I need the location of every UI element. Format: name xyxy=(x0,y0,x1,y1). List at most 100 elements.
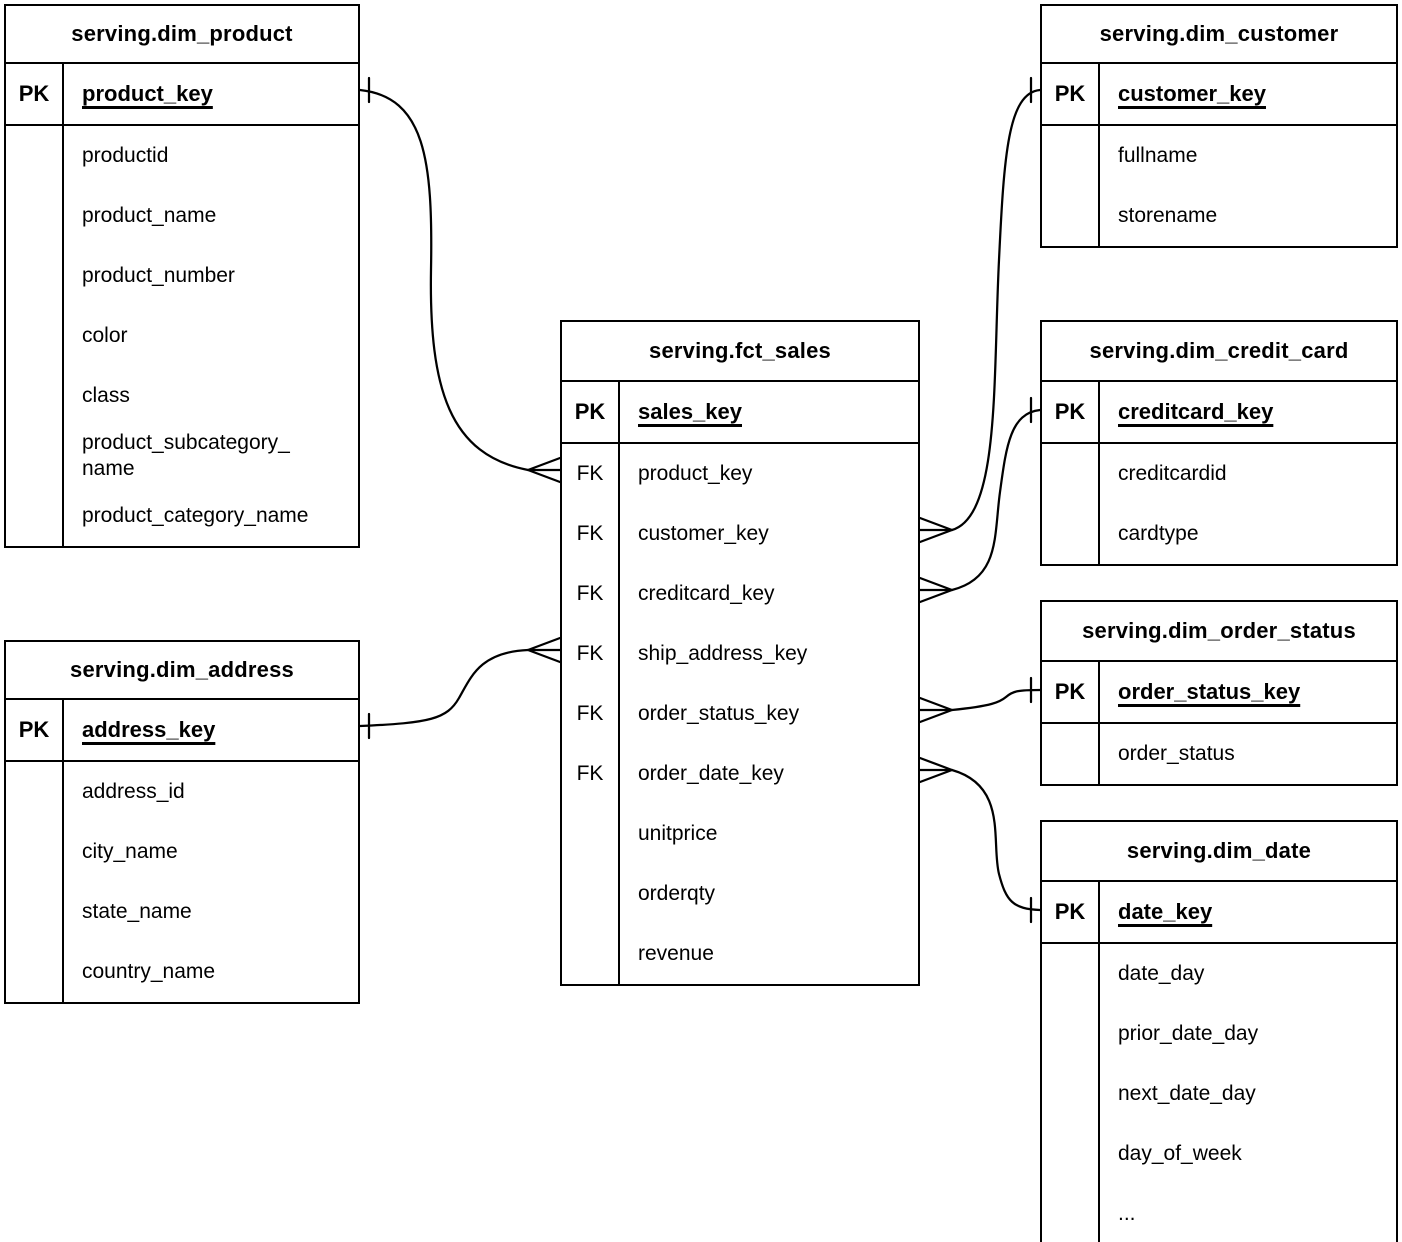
field-name-cell: creditcard_key xyxy=(620,564,918,624)
key-badge: PK xyxy=(6,64,64,124)
field-name: customer_key xyxy=(1118,81,1266,107)
field-name: country_name xyxy=(82,959,216,983)
relationship-fct-sales-dim-date xyxy=(918,756,1042,924)
crow-foot-many-icon xyxy=(526,636,562,664)
table-row: ... xyxy=(1042,1184,1396,1242)
field-name-cell: city_name xyxy=(64,822,358,882)
key-badge: PK xyxy=(1042,662,1100,722)
key-badge xyxy=(1042,724,1100,784)
key-badge: PK xyxy=(1042,882,1100,942)
field-name: product_number xyxy=(82,263,235,287)
table-row: class xyxy=(6,366,358,426)
relationship-line xyxy=(950,688,1042,712)
relationship-fct-sales-dim-credit-card xyxy=(918,396,1042,604)
crow-foot-many-icon xyxy=(918,516,954,544)
key-badge: PK xyxy=(562,382,620,442)
field-name: order_status xyxy=(1118,741,1235,765)
field-name: class xyxy=(82,383,130,407)
field-name-cell: product_name xyxy=(64,186,358,246)
key-badge xyxy=(1042,504,1100,564)
field-name-cell: product_category_name xyxy=(64,486,358,546)
field-name-cell: order_status xyxy=(1100,724,1396,784)
relationship-fct-sales-dim-product xyxy=(358,76,562,484)
field-name: order_date_key xyxy=(638,761,784,785)
field-name: date_day xyxy=(1118,961,1205,985)
field-name-cell: fullname xyxy=(1100,126,1396,186)
field-name: sales_key xyxy=(638,399,742,425)
table-title: serving.dim_customer xyxy=(1042,6,1396,64)
key-badge xyxy=(562,924,620,984)
field-name-cell: creditcard_key xyxy=(1100,382,1396,442)
key-badge xyxy=(1042,1184,1100,1242)
field-name-cell: orderqty xyxy=(620,864,918,924)
table-row: unitprice xyxy=(562,804,918,864)
table-row: color xyxy=(6,306,358,366)
key-badge: FK xyxy=(562,504,620,564)
key-badge xyxy=(1042,126,1100,186)
field-name-cell: country_name xyxy=(64,942,358,1002)
table-title: serving.dim_order_status xyxy=(1042,602,1396,662)
table-row: product_subcategory_ name xyxy=(6,426,358,486)
table-row: creditcardid xyxy=(1042,444,1396,504)
table-title: serving.dim_address xyxy=(6,642,358,700)
field-name-cell: product_key xyxy=(620,444,918,504)
crow-foot-many-icon xyxy=(526,456,562,484)
table-row: city_name xyxy=(6,822,358,882)
table-row: address_id xyxy=(6,762,358,822)
field-name-cell: class xyxy=(64,366,358,426)
key-badge: PK xyxy=(6,700,64,760)
table-row: product_category_name xyxy=(6,486,358,546)
field-name: color xyxy=(82,323,128,347)
field-name-cell: creditcardid xyxy=(1100,444,1396,504)
field-name: creditcard_key xyxy=(1118,399,1274,425)
field-name: address_id xyxy=(82,779,185,803)
table-row: PK date_key xyxy=(1042,882,1396,944)
field-name: product_name xyxy=(82,203,217,227)
field-name-cell: revenue xyxy=(620,924,918,984)
field-name: customer_key xyxy=(638,521,769,545)
field-name-cell: sales_key xyxy=(620,382,918,442)
table-row: FK customer_key xyxy=(562,504,918,564)
key-badge xyxy=(1042,186,1100,246)
table-row: FK ship_address_key xyxy=(562,624,918,684)
relationship-line xyxy=(950,88,1042,532)
table-row: next_date_day xyxy=(1042,1064,1396,1124)
key-badge: FK xyxy=(562,684,620,744)
field-name: revenue xyxy=(638,941,714,965)
table-row: product_name xyxy=(6,186,358,246)
key-badge: FK xyxy=(562,624,620,684)
table-row: PK sales_key xyxy=(562,382,918,444)
field-name-cell: customer_key xyxy=(620,504,918,564)
field-name-cell: ship_address_key xyxy=(620,624,918,684)
field-name-cell: next_date_day xyxy=(1100,1064,1396,1124)
field-name: ... xyxy=(1118,1201,1136,1225)
field-name: storename xyxy=(1118,203,1218,227)
field-name: ship_address_key xyxy=(638,641,808,665)
crow-foot-many-icon xyxy=(918,756,954,784)
field-name: date_key xyxy=(1118,899,1213,925)
key-badge xyxy=(562,864,620,924)
table-title: serving.dim_credit_card xyxy=(1042,322,1396,382)
field-name: order_status_key xyxy=(1118,679,1301,705)
relationship-fct-sales-dim-address xyxy=(358,636,562,740)
key-badge: FK xyxy=(562,444,620,504)
field-name: unitprice xyxy=(638,821,718,845)
field-name-cell: cardtype xyxy=(1100,504,1396,564)
table-row: prior_date_day xyxy=(1042,1004,1396,1064)
crow-foot-many-icon xyxy=(918,576,954,604)
field-name-cell: date_key xyxy=(1100,882,1396,942)
key-badge xyxy=(1042,1004,1100,1064)
key-badge xyxy=(6,306,64,366)
table-title: serving.dim_product xyxy=(6,6,358,64)
table-row: PK order_status_key xyxy=(1042,662,1396,724)
field-name: prior_date_day xyxy=(1118,1021,1259,1045)
field-name-cell: prior_date_day xyxy=(1100,1004,1396,1064)
table-row: productid xyxy=(6,126,358,186)
relationship-line xyxy=(950,408,1042,592)
key-badge xyxy=(1042,1124,1100,1184)
table-title: serving.fct_sales xyxy=(562,322,918,382)
